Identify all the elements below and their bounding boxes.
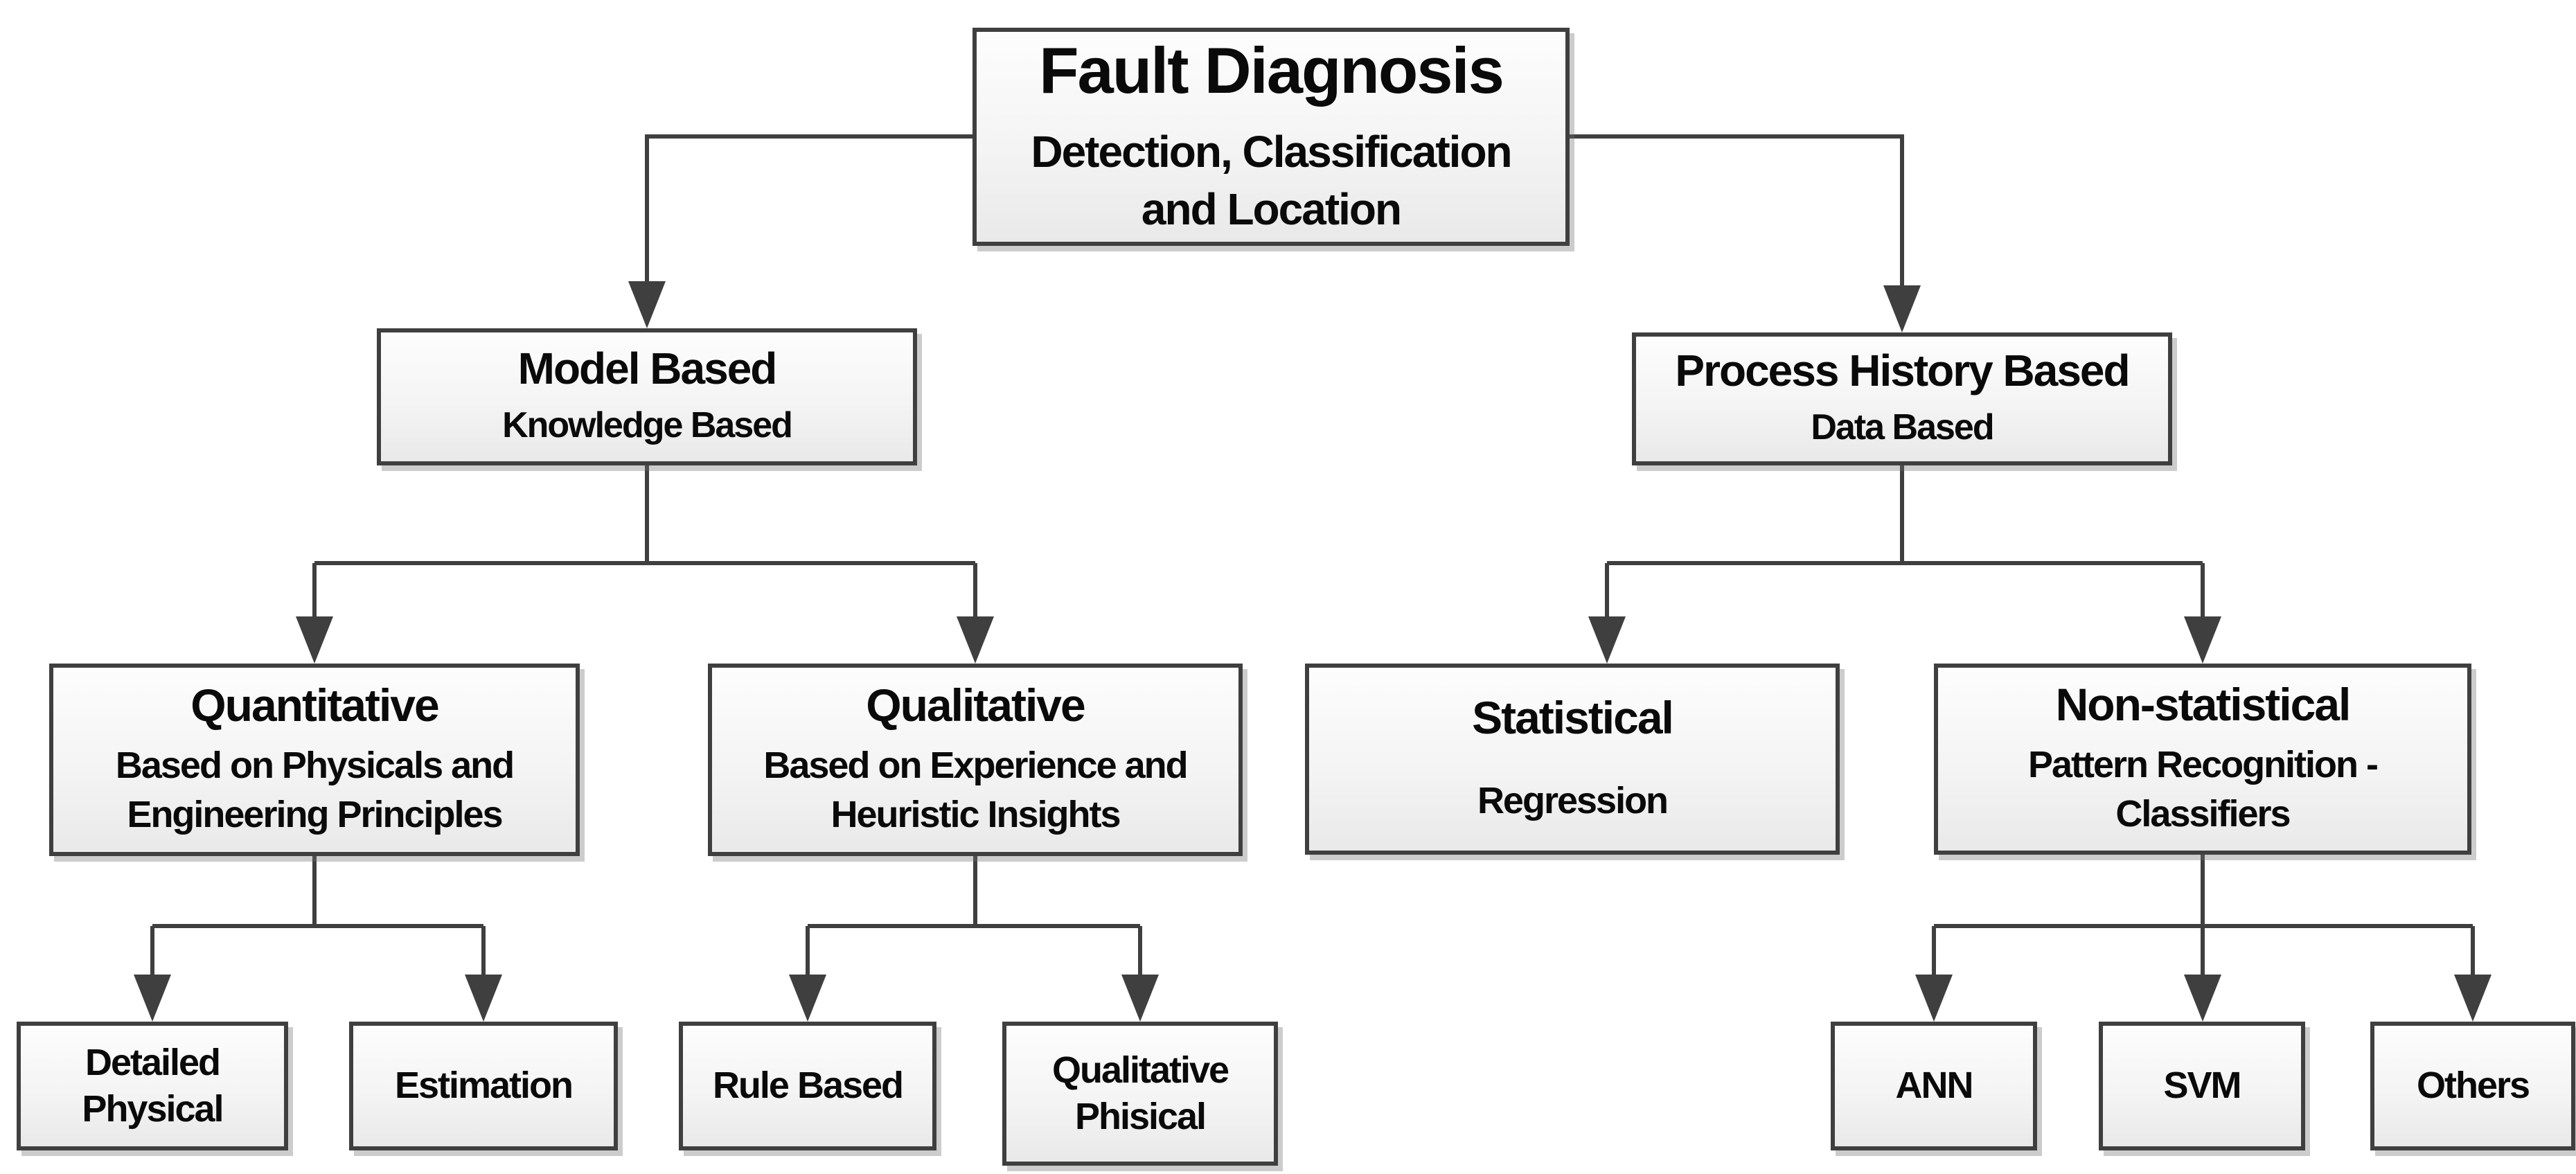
arrowhead [134,975,171,1022]
node-quantitative: Quantitative Based on Physicals and Engi… [49,664,580,856]
node-title: Qualitative [866,679,1085,731]
arrowhead [465,975,502,1022]
node-subtitle: Pattern Recognition - Classifiers [2027,744,2379,835]
node-title: SVM [2163,1065,2241,1107]
arrowhead [2454,975,2491,1022]
arrowhead [1121,975,1159,1022]
node-title: Quantitative [190,679,439,731]
node-model-based: Model Based Knowledge Based [377,328,917,465]
connector-process-history-split [1605,463,2205,621]
arrowhead [296,616,333,664]
node-detailed-physical: Detailed Physical [17,1022,288,1150]
connector-model-based-split [312,461,977,621]
node-others: Others [2370,1022,2575,1150]
node-fault-diagnosis: Fault Diagnosis Detection, Classificatio… [972,28,1570,246]
node-estimation: Estimation [349,1022,618,1150]
arrowhead [628,281,666,328]
node-subtitle: Based on Experience and Heuristic Insigh… [763,745,1188,835]
arrowhead [1588,616,1626,664]
node-title: Model Based [517,343,778,393]
arrowhead [1883,285,1921,332]
node-ann: ANN [1831,1022,2037,1150]
node-rule-based: Rule Based [679,1022,936,1150]
arrowhead [789,975,826,1022]
connector-root-to-process-history [1570,134,1904,290]
node-title: Qualitative Phisical [1051,1049,1229,1138]
node-subtitle: Detection, Classification and Location [1031,127,1512,235]
node-subtitle: Based on Physicals and Engineering Princ… [115,745,515,835]
node-title: Detailed Physical [82,1041,224,1130]
arrowhead [1915,975,1953,1022]
node-svm: SVM [2099,1022,2305,1150]
connector-quantitative-split [150,853,486,979]
node-subtitle: Regression [1477,779,1669,821]
node-title: ANN [1895,1065,1974,1107]
node-title: Process History Based [1675,345,2130,395]
arrowhead [2184,975,2221,1022]
arrowhead [957,616,994,664]
node-title: Non-statistical [2055,679,2352,731]
node-title: Fault Diagnosis [1039,33,1504,107]
node-subtitle: Data Based [1811,407,1994,447]
node-subtitle: Knowledge Based [502,404,793,445]
node-qualitative: Qualitative Based on Experience and Heur… [708,664,1243,856]
node-title: Others [2416,1065,2530,1107]
arrowheads [134,281,2491,1022]
connector-root-to-model-based [645,134,972,285]
node-process-history-based: Process History Based Data Based [1632,332,2172,465]
connector-non-statistical-split [1932,852,2475,979]
node-title: Rule Based [712,1065,904,1107]
connector-qualitative-split [806,853,1142,979]
node-statistical: Statistical Regression [1305,664,1840,855]
node-title: Statistical [1472,692,1674,744]
node-title: Estimation [394,1065,574,1107]
node-non-statistical: Non-statistical Pattern Recognition - Cl… [1934,664,2471,855]
arrowhead [2184,616,2221,664]
node-qualitative-phisical: Qualitative Phisical [1002,1022,1278,1166]
